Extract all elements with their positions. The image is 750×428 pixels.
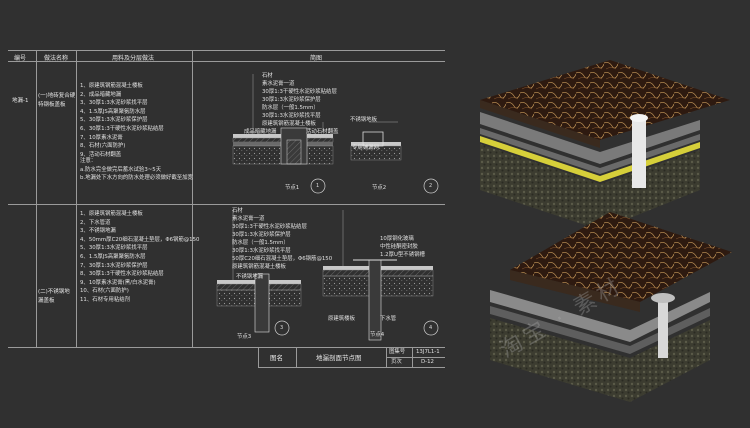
list-item: 注意： [80, 158, 97, 164]
list-item: 7、10厚素水泥膏 [80, 134, 123, 141]
table-header-border [8, 61, 445, 62]
callout-label: 石材 [262, 73, 273, 79]
node2-drawing [350, 121, 402, 161]
list-item: 7、30厚1:3水泥砂浆保护层 [80, 262, 148, 269]
list-item: 9、10厚素水泥膏(黑/白水泥膏) [80, 279, 156, 286]
list-item: 5、30厚1:3水泥砂浆找平层 [80, 245, 148, 252]
tb-divider-h [386, 357, 445, 358]
list-item: a.防水完全做完后蓄水试验3~5天 [80, 166, 162, 173]
node3-number: 3 [280, 325, 284, 331]
list-item: 5、30厚1:3水泥砂浆保护层 [80, 117, 148, 124]
callout-label: 10厚钢化玻璃 [380, 236, 414, 242]
list-item: 3、30厚1:3水泥砂浆找平层 [80, 100, 148, 107]
table-bottom-border [8, 347, 445, 348]
tb-divider-b [296, 347, 297, 367]
list-item: 4、50mm厚C20细石混凝土垫层，Φ6钢筋@150 [80, 236, 200, 243]
node1-circle [310, 178, 326, 194]
callout-label: 防水层（一般1.5mm） [262, 105, 319, 111]
row1-code: 地漏-1 [12, 98, 29, 104]
callout-label: 素水泥膏一道 [262, 81, 295, 87]
node2-circle [423, 178, 439, 194]
callout-label: 中性硅酮密封胶 [380, 244, 418, 250]
node1-label: 节点1 [285, 185, 300, 191]
node1-number: 1 [316, 183, 320, 189]
waterproof-layer [480, 136, 700, 182]
list-item: 1、原建筑钢筋混凝土楼板 [80, 83, 143, 89]
render-top [480, 60, 730, 230]
callout-label: 原建筑钢筋混凝土楼板 [262, 121, 316, 127]
node3-label: 节点3 [237, 334, 252, 340]
callout-label: 下水管 [380, 316, 397, 322]
list-item: 6、1.5厚JS高聚聚氨防水层 [80, 254, 146, 260]
row2-name: (二)不锈钢地 漏盖板 [38, 289, 70, 304]
node4-label: 节点4 [370, 332, 385, 338]
list-item: 4、1.5厚JS高聚聚氨防水层 [80, 108, 146, 115]
callout-label: 50厚C20细石混凝土垫层，Φ6钢筋@150 [232, 256, 333, 262]
drain-pipe-bottom [658, 298, 668, 358]
list-item: 1、原建筑钢筋混凝土楼板 [80, 211, 143, 217]
callout-label: 30厚1:3水泥砂浆保护层 [232, 232, 291, 238]
callout-label: 30厚1:3干硬性水泥砂浆粘结层 [232, 224, 307, 230]
tb-bottom [258, 367, 445, 368]
page-no: D-12 [421, 359, 434, 365]
row1-name: (一)地砖复合硬 特钢板盖板 [38, 93, 76, 108]
node2-label: 节点2 [372, 185, 387, 191]
atlas-no: 13J7L1-1 [416, 349, 440, 355]
table-top-border [8, 50, 445, 51]
callout-label: 30厚1:3水泥砂浆找平层 [232, 248, 291, 254]
callout-label: 30厚1:3水泥砂浆找平层 [262, 113, 321, 119]
callout-label: 30厚1:3干硬性水泥砂浆粘结层 [262, 89, 337, 95]
render-3d [480, 60, 732, 402]
callout-label: 防水层（一般1.5mm） [232, 240, 289, 246]
page-label: 页次 [391, 359, 402, 365]
callout-label: 专用铺漏网 [352, 145, 379, 151]
node3-drawing [216, 210, 302, 333]
list-item: b.地漏处下水方向的防水处理必须做好截至加宽 [80, 175, 193, 182]
callout-label: 成品暗藏地漏 [244, 129, 277, 135]
list-item: 2、下水管道 [80, 219, 111, 226]
list-item: 8、30厚1:3干硬性水泥砂浆粘结层 [80, 271, 164, 278]
header-col-name: 做法名称 [44, 55, 69, 62]
node4-number: 4 [429, 325, 433, 331]
header-col-fig: 简图 [310, 55, 323, 62]
node3-circle [274, 320, 290, 336]
callout-label: 原建筑楼板 [328, 316, 355, 322]
drain-pipe-top [632, 118, 646, 188]
drawing-title: 地漏剖面节点图 [316, 354, 362, 362]
atlas-no-label: 图集号 [389, 349, 406, 355]
col-divider-3 [192, 50, 193, 347]
node4-circle [423, 320, 439, 336]
list-item: 8、石材(六面防护) [80, 143, 126, 150]
header-col-no: 编号 [14, 55, 27, 62]
title-label: 图名 [270, 354, 283, 362]
callout-label: 活动石材翻盖 [306, 129, 339, 135]
callout-label: 原建筑钢筋混凝土楼板 [232, 264, 286, 270]
callout-label: 不锈钢地漏 [236, 274, 263, 280]
list-item: 6、30厚1:3干硬性水泥砂浆粘结层 [80, 126, 164, 132]
section-drawings [216, 74, 439, 341]
list-item: 9、活动石材翻盖 [80, 151, 122, 158]
node1-drawing [232, 74, 334, 165]
col-divider-1 [36, 50, 37, 347]
callout-label: 不锈钢地板 [350, 117, 377, 123]
table-row-divider [8, 204, 445, 205]
callout-label: 素水泥膏一道 [232, 216, 265, 222]
header-col-spec: 用料及分层做法 [112, 55, 155, 62]
col-divider-2 [76, 50, 77, 347]
node4-drawing [322, 210, 434, 341]
list-item: 2、成品暗藏地漏 [80, 91, 122, 98]
tb-divider-a [258, 347, 259, 367]
callout-label: 石材 [232, 208, 243, 214]
node2-number: 2 [429, 183, 433, 189]
list-item: 3、不锈钢地漏 [80, 228, 116, 235]
callout-label: 30厚1:3水泥砂浆保护层 [262, 97, 321, 103]
callout-label: 1.2厚U型不锈钢槽 [380, 252, 425, 258]
render-bottom [490, 212, 732, 402]
list-item: 11、石材专用粘结剂 [80, 297, 130, 303]
list-item: 10、石材(六面防护) [80, 288, 129, 295]
